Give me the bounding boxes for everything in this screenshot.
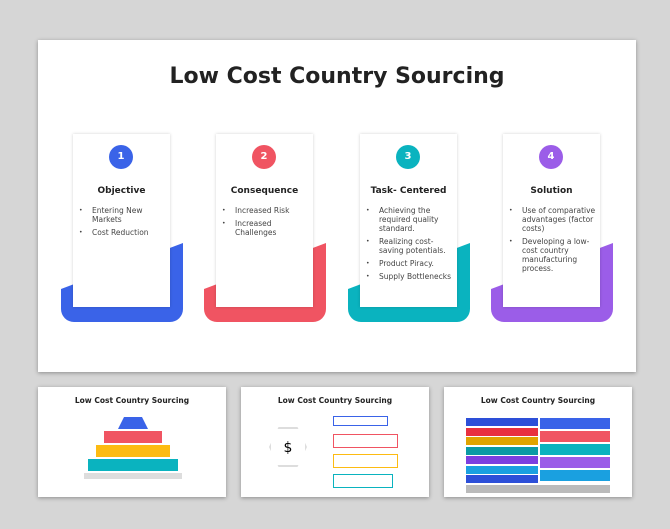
dollar-icon: $ [269, 427, 307, 467]
risk-factor-row [540, 444, 610, 455]
card-heading: Consequence [230, 186, 299, 196]
cost-factor-row [466, 475, 538, 483]
thumbnail-table[interactable]: Low Cost Country Sourcing [444, 387, 632, 497]
bullet-item: Use of comparative advantages (factor co… [509, 206, 598, 233]
step-box [333, 434, 398, 448]
cost-factor-row [466, 437, 538, 445]
cost-factor-row [466, 465, 538, 474]
thumbnail-title: Low Cost Country Sourcing [74, 396, 190, 405]
bullet-item: Increased Challenges [222, 219, 311, 237]
cost-factor-row [466, 427, 538, 436]
total-row [466, 485, 610, 493]
bullet-item: Product Piracy. [366, 259, 455, 268]
cost-factor-row [466, 456, 538, 464]
card-heading: Objective [97, 186, 146, 196]
step-number-badge: 1 [109, 145, 133, 169]
bullet-item: Supply Bottlenecks [366, 272, 455, 281]
step-box [333, 454, 398, 468]
bullet-item: Cost Reduction [79, 228, 168, 237]
thumbnail-title: Low Cost Country Sourcing [277, 396, 393, 405]
pyramid-base [84, 473, 182, 479]
bullet-list: Increased RiskIncreased Challenges [222, 206, 311, 241]
bullet-list: Use of comparative advantages (factor co… [509, 206, 598, 277]
thumbnail-title: Low Cost Country Sourcing [480, 396, 596, 405]
step-number-badge: 3 [396, 145, 420, 169]
main-slide: Low Cost Country Sourcing 1 Objective En… [38, 40, 636, 372]
risk-factor-row [540, 470, 610, 481]
thumbnail-pyramid[interactable]: Low Cost Country Sourcing [38, 387, 226, 497]
risk-factor-row [540, 457, 610, 468]
step-box [333, 416, 388, 426]
thumbnail-hexagon[interactable]: Low Cost Country Sourcing $ [241, 387, 429, 497]
bullet-list: Achieving the required quality standard.… [366, 206, 455, 285]
card-3: 3 Task- Centered Achieving the required … [360, 134, 457, 307]
pyramid-level [88, 459, 178, 471]
pyramid-level [118, 417, 148, 429]
bullet-item: Achieving the required quality standard. [366, 206, 455, 233]
cost-factor-row [466, 446, 538, 455]
bullet-item: Increased Risk [222, 206, 311, 215]
risk-factor-row [540, 418, 610, 429]
slide-title: Low Cost Country Sourcing [169, 64, 505, 89]
pyramid-level [104, 431, 162, 443]
card-4: 4 Solution Use of comparative advantages… [503, 134, 600, 307]
card-1: 1 Objective Entering New MarketsCost Red… [73, 134, 170, 307]
bullet-item: Developing a low-cost country manufactur… [509, 237, 598, 273]
card-2: 2 Consequence Increased RiskIncreased Ch… [216, 134, 313, 307]
card-heading: Task- Centered [370, 186, 447, 196]
step-number-badge: 4 [539, 145, 563, 169]
risk-factor-row [540, 431, 610, 442]
bullet-item: Entering New Markets [79, 206, 168, 224]
card-heading: Solution [530, 186, 573, 196]
bullet-item: Realizing cost-saving potentials. [366, 237, 455, 255]
pyramid-level [96, 445, 170, 457]
cost-factor-row [466, 418, 538, 426]
step-number-badge: 2 [252, 145, 276, 169]
step-box [333, 474, 393, 488]
bullet-list: Entering New MarketsCost Reduction [79, 206, 168, 241]
